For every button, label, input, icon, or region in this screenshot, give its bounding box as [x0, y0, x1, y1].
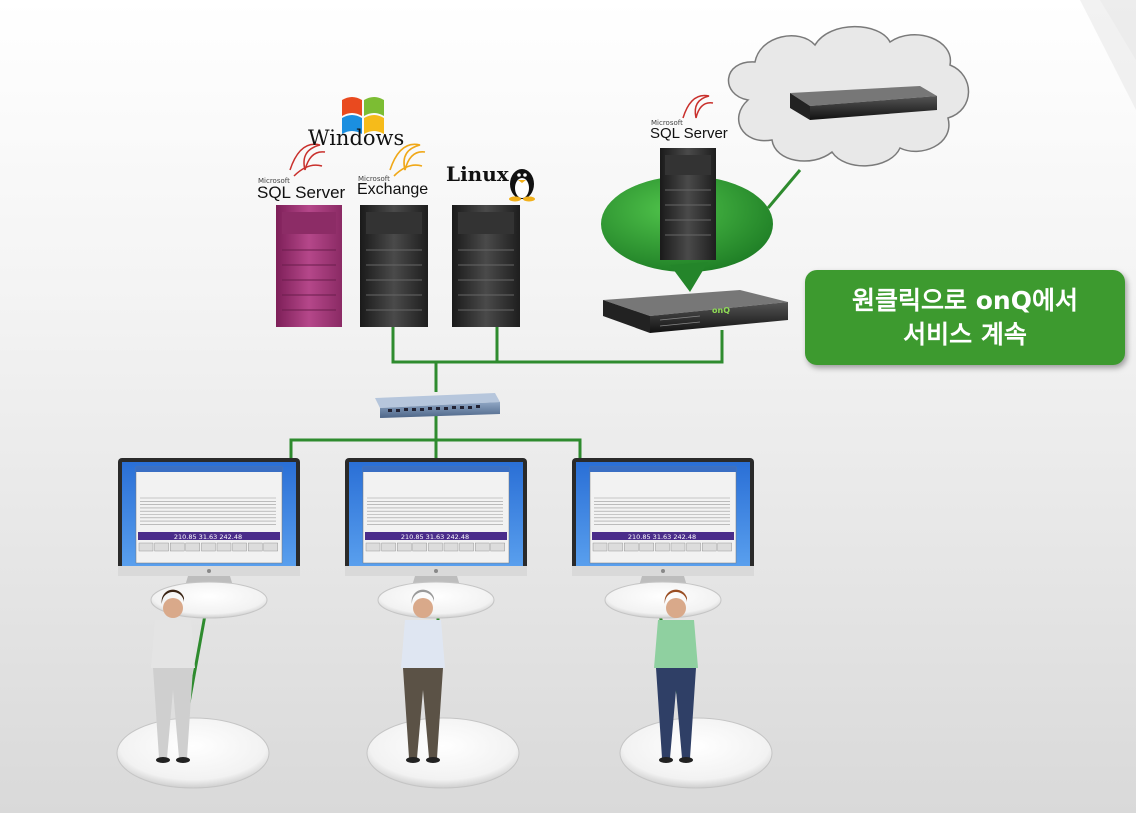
- linux-server-tower: [452, 205, 520, 327]
- corner-decoration: [1080, 0, 1136, 110]
- exchange-server-tower: [360, 205, 428, 327]
- windows-label: Windows: [308, 126, 405, 150]
- sql-server-logo-icon: [289, 143, 326, 177]
- callout-line-2: 서비스 계속: [903, 319, 1027, 349]
- network-switch: [375, 393, 500, 418]
- sql-server-right-small-label: Microsoft: [651, 119, 683, 127]
- workstation-monitors: 210.85 31.63 242.48 210.85 31.63 242.48 21…: [118, 458, 754, 619]
- linux-tux-icon: [509, 169, 535, 202]
- monitor-total-values: 210.85 31.63 242.48: [174, 533, 242, 541]
- monitor-total-values: 210.85 31.63 242.48: [401, 533, 469, 541]
- linux-label: Linux: [446, 162, 509, 186]
- sql-server-logo-icon-right: [682, 94, 714, 119]
- windows-logo-icon: [342, 97, 384, 134]
- exchange-label: Exchange: [357, 181, 429, 198]
- virtual-server-bubble: [601, 148, 773, 292]
- monitor: 210.85 31.63 242.48: [345, 458, 527, 619]
- cloud: [727, 25, 970, 167]
- user-figure: [366, 589, 520, 789]
- callout-line-1: 원클릭으로 onQ에서: [852, 285, 1078, 315]
- monitor-total-values: 210.85 31.63 242.48: [628, 533, 696, 541]
- users: [116, 589, 773, 789]
- exchange-logo-icon: [389, 143, 426, 177]
- user-figure: [116, 589, 270, 789]
- user-figure: [619, 589, 773, 789]
- exchange-small-label: Microsoft: [358, 175, 390, 183]
- sql-server-right-label: SQL Server: [650, 125, 728, 142]
- sql-server-tower: [276, 205, 342, 327]
- sql-server-left-label: SQL Server: [257, 183, 346, 202]
- sql-server-left-small-label: Microsoft: [258, 177, 290, 185]
- onq-badge-label: onQ: [712, 306, 730, 315]
- onq-appliance: [603, 290, 788, 333]
- monitor: 210.85 31.63 242.48: [572, 458, 754, 619]
- callout-box: 원클릭으로 onQ에서 서비스 계속: [805, 270, 1125, 365]
- monitor: 210.85 31.63 242.48: [118, 458, 300, 619]
